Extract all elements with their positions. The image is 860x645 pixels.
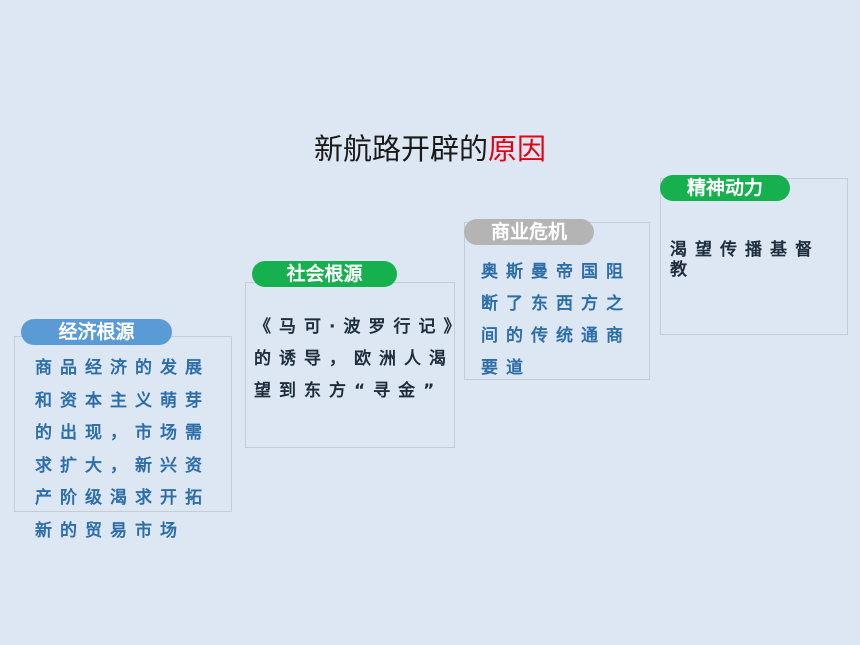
card-commerce-label: 商业危机 (464, 219, 594, 245)
card-commerce-text: 奥斯曼帝国阻断了东西方之间的传统通商要道 (481, 262, 631, 378)
card-spirit-label: 精神动力 (660, 175, 790, 201)
card-economic-text: 商品经济的发展和资本主义萌芽的出现，市场需求扩大，新兴资产阶级渴求开拓新的贸易市… (35, 358, 210, 541)
card-spirit-text: 渴望传播基督教 (670, 240, 820, 280)
title-main: 新航路开辟的 (313, 132, 488, 166)
card-economic-label: 经济根源 (21, 319, 172, 345)
card-social-label: 社会根源 (252, 261, 397, 287)
page-title: 新航路开辟的原因 (0, 126, 860, 168)
title-highlight: 原因 (488, 132, 547, 166)
card-social-text: 《马可·波罗行记》的诱导，欧洲人渴望到东方“寻金” (254, 317, 460, 401)
